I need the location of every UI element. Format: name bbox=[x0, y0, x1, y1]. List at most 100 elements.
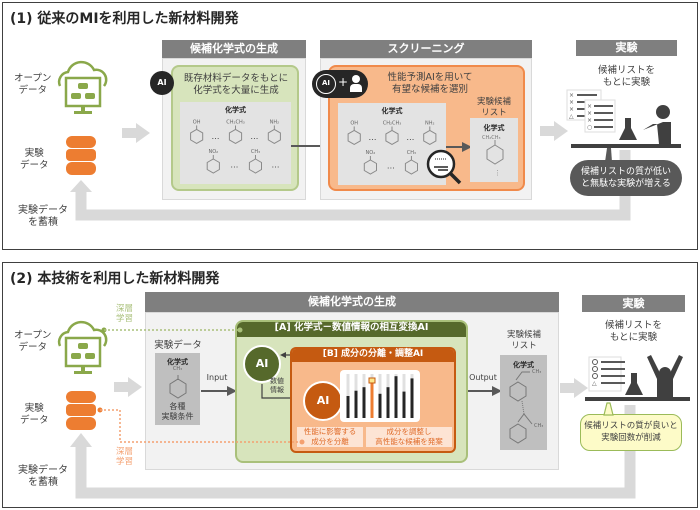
gen-header: 候補化学式の生成 bbox=[162, 40, 306, 58]
substituent-label: CH₂CH₃ bbox=[226, 119, 245, 125]
bar bbox=[362, 387, 366, 418]
numeric-info-label: 数値 情報 bbox=[270, 377, 284, 394]
problem-bubble bbox=[570, 160, 682, 196]
database-icon bbox=[66, 391, 96, 430]
bar bbox=[354, 390, 358, 418]
experiment-header: 実験 bbox=[582, 295, 685, 312]
deep-learning-label-green: 深層 学習 bbox=[116, 304, 134, 324]
ai-b-header: [B] 成分の分離・調整AI bbox=[322, 349, 424, 359]
list-substituent-2: CH₃ bbox=[534, 423, 544, 429]
magnifier-icon bbox=[426, 149, 462, 185]
list-molecule bbox=[509, 371, 533, 444]
experiment-data-label: 実験 データ bbox=[20, 148, 49, 171]
benzene-molecule: NH₂ bbox=[423, 120, 437, 145]
svg-text:×: × bbox=[587, 110, 592, 117]
svg-text:○: ○ bbox=[587, 124, 592, 131]
input-formula-label: 化学式 bbox=[167, 358, 188, 366]
list-formula-label: 化学式 bbox=[513, 361, 534, 369]
accumulate-label: 実験データ を蓄積 bbox=[18, 205, 68, 228]
substituent-label: NH₂ bbox=[425, 120, 435, 126]
ai-green-head-icon: AI bbox=[243, 345, 281, 383]
ellipsis: … bbox=[387, 162, 395, 171]
output-arrow bbox=[468, 386, 502, 396]
input-arrow bbox=[201, 386, 237, 396]
screening-header: スクリーニング bbox=[320, 40, 532, 58]
benzene-molecule: CH₂CH₃ bbox=[226, 119, 245, 144]
svg-text:△: △ bbox=[592, 380, 597, 387]
list-substituent: CH₂CH₃ bbox=[482, 135, 501, 141]
ellipsis: … bbox=[369, 133, 377, 142]
gen-description: 既存材料データをもとに 化学式を大量に生成 bbox=[183, 73, 289, 96]
arrow-to-list bbox=[446, 142, 472, 152]
screening-formula-label: 化学式 bbox=[381, 107, 403, 115]
researcher-happy-illustration: △ bbox=[585, 355, 690, 401]
screening-description: 性能予測AIを用いて 有望な候補を選別 bbox=[387, 72, 473, 95]
substituent-label: OH bbox=[193, 119, 201, 125]
experiment-data-label: 実験 データ bbox=[20, 403, 49, 426]
ai-head-icon: AI bbox=[316, 74, 336, 94]
arrow-right-icon bbox=[540, 121, 568, 141]
plus-sign: + bbox=[338, 75, 349, 89]
bar bbox=[410, 378, 414, 418]
svg-text:△: △ bbox=[569, 113, 574, 120]
arrow-right-icon bbox=[560, 378, 588, 398]
open-data-label: オープン データ bbox=[14, 330, 52, 353]
panel2-title: (2) 本技術を利用した新材料開発 bbox=[10, 271, 220, 287]
ellipsis: … bbox=[406, 133, 414, 142]
substituent-label: NO₂ bbox=[366, 150, 376, 156]
svg-text:×: × bbox=[569, 106, 574, 113]
database-icon bbox=[66, 136, 96, 175]
svg-text:×: × bbox=[569, 92, 574, 99]
ellipsis: … bbox=[250, 132, 258, 141]
experiment-description: 候補リストを もとに実験 bbox=[604, 320, 662, 343]
candidate-list-label: 実験候補 リスト bbox=[506, 330, 541, 351]
slider-knob bbox=[368, 377, 376, 384]
benzene-molecule: NO₂ bbox=[363, 150, 377, 175]
substituent-label: CH₃ bbox=[251, 149, 260, 155]
deep-learning-label-orange: 深層 学習 bbox=[116, 447, 134, 467]
bar bbox=[370, 378, 374, 418]
success-bubble-text: 候補リストの質が良いと 実験回数が削減 bbox=[584, 421, 678, 443]
substituent-label: OH bbox=[350, 120, 358, 126]
ai-head-icon: AI bbox=[150, 71, 174, 95]
list-molecule: ⋮ bbox=[486, 140, 504, 177]
list-substituent-1: CH₃ bbox=[532, 369, 542, 375]
svg-text:×: × bbox=[569, 99, 574, 106]
accumulate-label: 実験データ を蓄積 bbox=[18, 465, 68, 488]
bubble-tail bbox=[605, 148, 612, 162]
component-bar-illustration bbox=[340, 370, 420, 422]
benzene-molecule: CH₃ bbox=[404, 150, 418, 175]
input-molecule bbox=[169, 375, 187, 399]
adjust-components-label: 成分を調整し 高性能な候補を発案 bbox=[366, 427, 452, 447]
candidate-list-box bbox=[500, 355, 547, 450]
substituent-label: CH₂CH₃ bbox=[383, 120, 402, 126]
arrow-right-icon bbox=[122, 123, 150, 143]
benzene-molecule: OH bbox=[190, 119, 204, 144]
bubble-tail bbox=[603, 402, 614, 416]
bar bbox=[402, 391, 406, 418]
gen-formula-label: 化学式 bbox=[225, 106, 246, 114]
panel1-title: (1) 従来のMIを利用した新材料開発 bbox=[10, 11, 239, 27]
cloud-database-icon bbox=[57, 320, 108, 374]
candidate-list-box bbox=[470, 118, 518, 182]
ellipsis: … bbox=[230, 161, 238, 170]
input-data-box bbox=[155, 353, 200, 425]
input-conditions: 各種 実験条件 bbox=[161, 402, 194, 421]
bar bbox=[346, 396, 350, 418]
arrow-right-icon bbox=[114, 377, 142, 397]
experiment-description: 候補リストを もとに実験 bbox=[597, 65, 655, 88]
substituent-label: NH₂ bbox=[270, 119, 280, 125]
benzene-molecule: NO₂ bbox=[206, 149, 220, 174]
ai-a-header: [A] 化学式－数値情報の相互変換AI bbox=[274, 322, 429, 333]
researcher-troubled-illustration: ×××△ ×××○ bbox=[566, 89, 681, 148]
list-formula-label: 化学式 bbox=[483, 124, 505, 132]
separate-components-label: 性能に影響する 成分を分離 bbox=[297, 427, 363, 447]
svg-text:×: × bbox=[587, 117, 592, 124]
input-data-label: 実験データ bbox=[154, 340, 202, 351]
svg-text:×: × bbox=[587, 103, 592, 110]
success-bubble bbox=[580, 414, 682, 451]
gen-header: 候補化学式の生成 bbox=[145, 292, 559, 312]
bar bbox=[386, 387, 390, 418]
benzene-molecule: OH bbox=[347, 120, 361, 145]
open-data-label: オープン データ bbox=[14, 73, 52, 96]
